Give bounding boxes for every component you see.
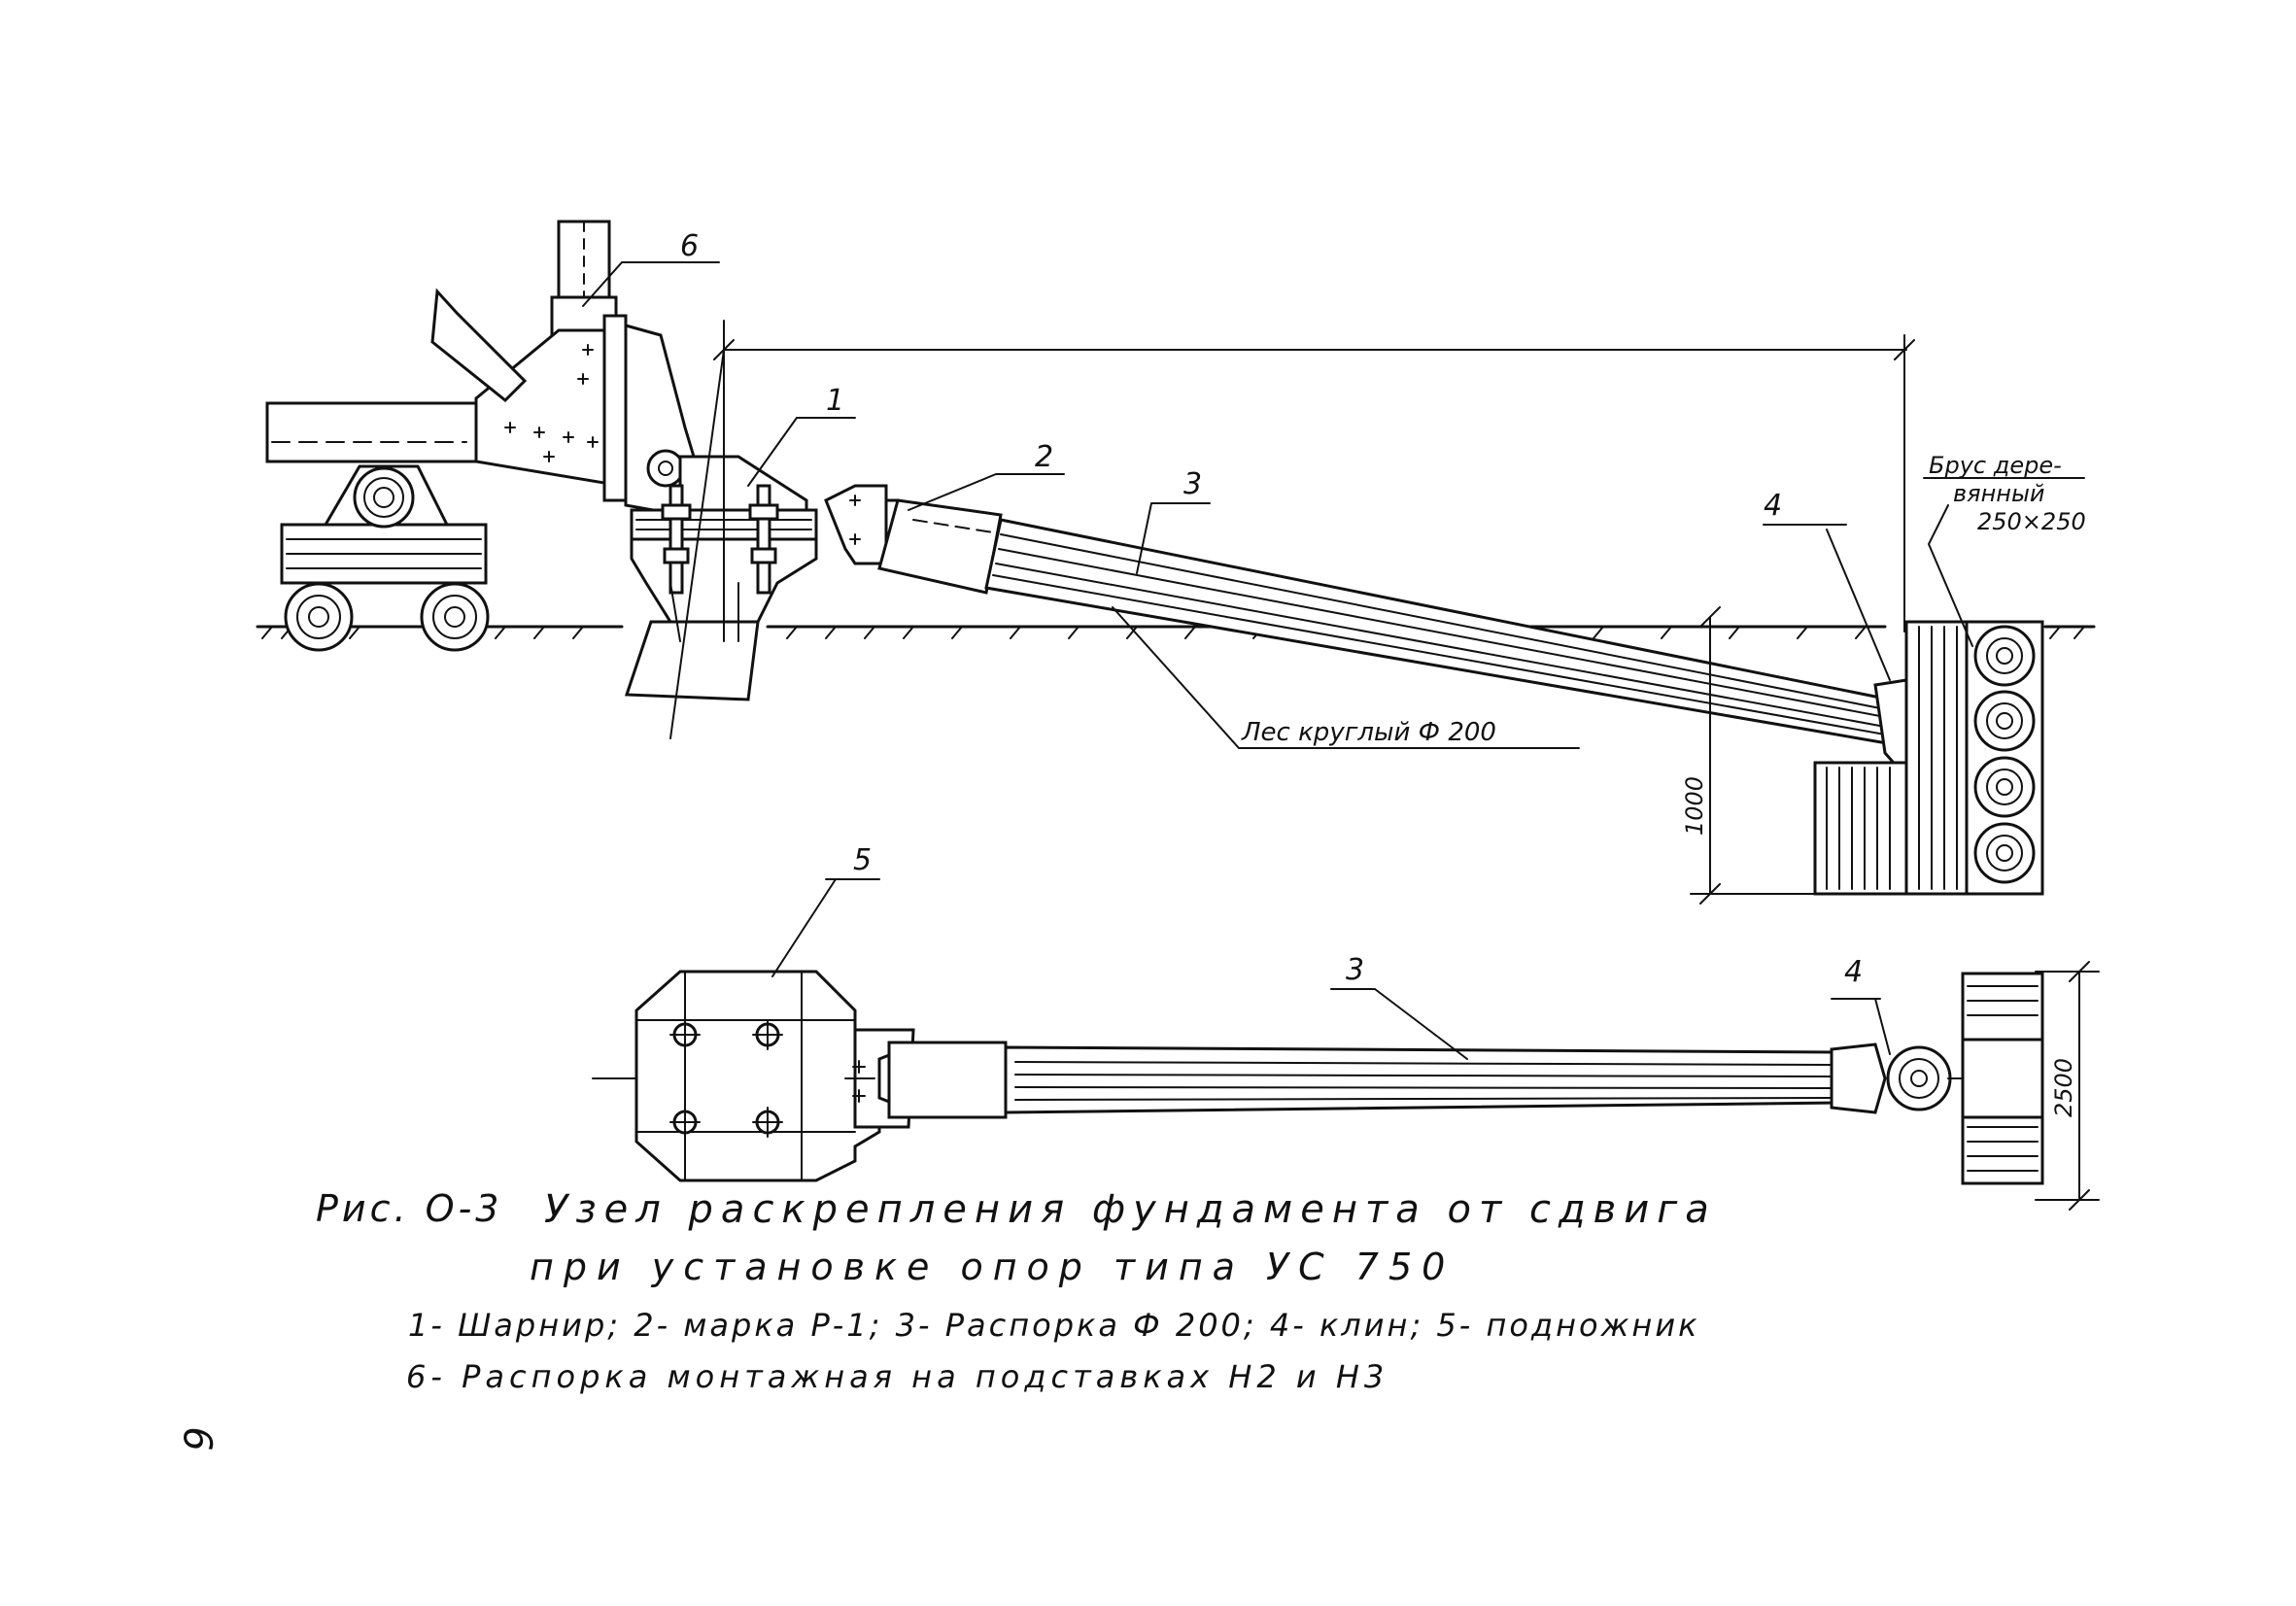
depth-dimension [1690, 606, 1818, 905]
strut-round-log [984, 518, 1892, 745]
callout-2: 2 [1035, 440, 1053, 474]
timber-note-line1: Брус дере- [1929, 452, 2062, 479]
callout-leaders [582, 261, 2085, 1060]
strut-sleeve [877, 498, 1003, 595]
figure-title-line1: Узел раскрепления фундамента от сдвига [544, 1187, 1717, 1232]
drawing-labels: 6 1 2 3 4 5 3 4 Брус дере- вянный 250×25… [680, 229, 2086, 1117]
legend-line1: 1- Шарнир; 2- марка Р-1; 3- Распорка Ф 2… [408, 1307, 1700, 1344]
callout-4-plan: 4 [1844, 955, 1863, 989]
round-log-note: Лес круглый Ф 200 [1241, 718, 1496, 747]
figure-title-line2: при установке опор типа УС 750 [530, 1246, 1456, 1288]
page-number: 6 [174, 1426, 220, 1455]
callout-3-plan: 3 [1346, 953, 1364, 987]
callout-6: 6 [680, 229, 699, 263]
callout-5: 5 [853, 843, 872, 877]
timber-note-line3: 250×250 [1977, 508, 2086, 535]
dimension-1000: 1000 [1681, 776, 1708, 836]
plan-view [592, 961, 2100, 1211]
callout-3: 3 [1183, 467, 1202, 501]
span-dimension-line [713, 320, 1915, 642]
ground-line [256, 625, 2096, 639]
elevation-view [256, 220, 2096, 905]
cart [280, 464, 490, 652]
callout-4: 4 [1764, 489, 1782, 523]
timber-note-line2: вянный [1953, 480, 2045, 507]
legend-line2: 6- Распорка монтажная на подставках Н2 и… [406, 1358, 1389, 1395]
figure-number: Рис. О-3 [316, 1187, 503, 1230]
callout-1: 1 [826, 384, 844, 418]
mounting-strut-assembly [430, 220, 808, 517]
mounting-strut-pipe [265, 401, 478, 463]
dimension-2500: 2500 [2050, 1058, 2077, 1117]
timber-wall [1813, 620, 2044, 896]
